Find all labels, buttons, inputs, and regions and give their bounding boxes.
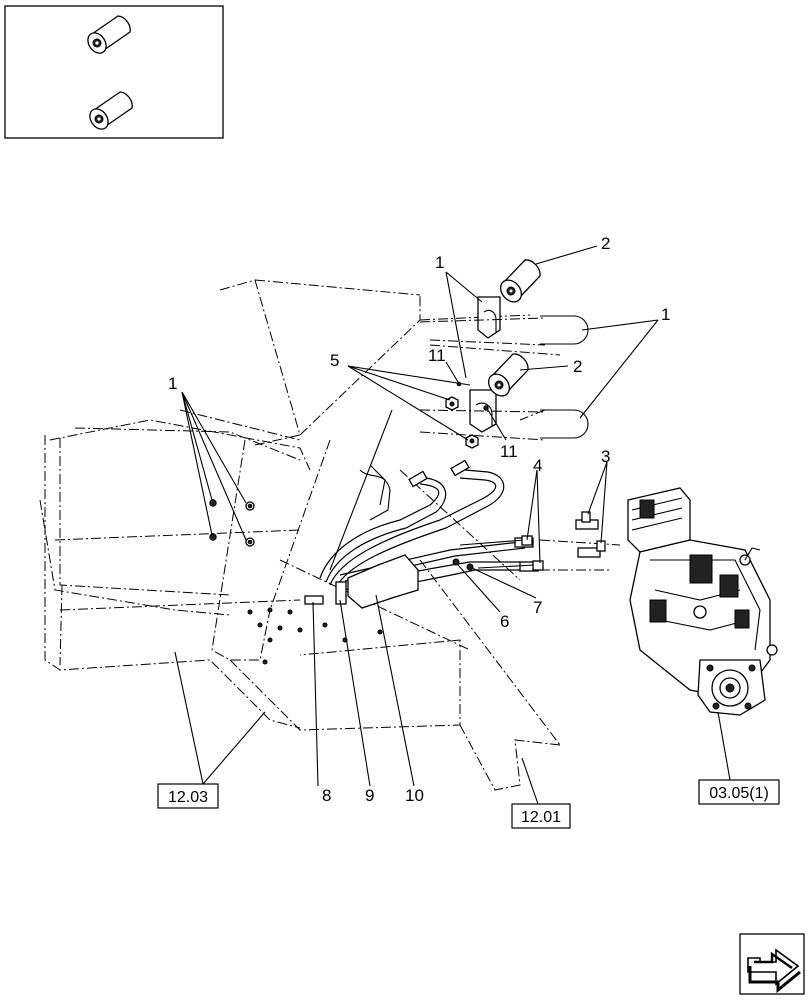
- long-bolt: [459, 535, 533, 546]
- callout-9: 9: [365, 786, 374, 805]
- u-bolt-lower: [540, 409, 589, 439]
- chassis-outline: [39, 279, 621, 791]
- reference-03-05-1-label: 03.05(1): [709, 785, 769, 802]
- next-page-arrow-icon[interactable]: [739, 933, 805, 995]
- nut: [465, 434, 479, 449]
- roller-icon: [89, 91, 133, 130]
- roller-icon: [87, 15, 131, 54]
- callout-2-mid: 2: [573, 357, 582, 376]
- callout-8: 8: [322, 786, 331, 805]
- nut: [445, 396, 459, 411]
- callout-3: 3: [601, 447, 610, 466]
- tee-fitting: [577, 540, 606, 558]
- reference-12-01-label: 12.01: [521, 809, 561, 826]
- callout-2-top: 2: [601, 234, 610, 253]
- callout-7: 7: [533, 598, 542, 617]
- callout-1-right: 1: [661, 305, 670, 324]
- tee-fitting: [575, 511, 599, 530]
- callout-5: 5: [330, 351, 339, 370]
- roller-upper: [500, 259, 541, 303]
- roller-inset-icon: [4, 5, 224, 139]
- reference-03-05-1[interactable]: 03.05(1): [698, 779, 780, 805]
- callout-6: 6: [500, 612, 509, 631]
- callout-4: 4: [533, 456, 542, 475]
- callout-1-left: 1: [168, 374, 177, 393]
- callout-11-bottom: 11: [500, 442, 518, 461]
- hydraulic-pump: [627, 487, 778, 716]
- callout-10: 10: [405, 786, 424, 805]
- reference-12-03-label: 12.03: [168, 789, 208, 806]
- callout-1-top: 1: [435, 253, 444, 272]
- reference-12-03[interactable]: 12.03: [157, 783, 219, 809]
- long-bolt: [477, 560, 544, 571]
- u-bolt-upper: [540, 315, 589, 345]
- clamp-bracket-upper: [477, 296, 501, 339]
- leader-lines: [174, 245, 731, 805]
- hose-clamp-block: [304, 554, 474, 609]
- callout-11-top: 11: [428, 346, 446, 365]
- reference-12-01[interactable]: 12.01: [511, 803, 571, 829]
- roller-lower: [488, 353, 529, 397]
